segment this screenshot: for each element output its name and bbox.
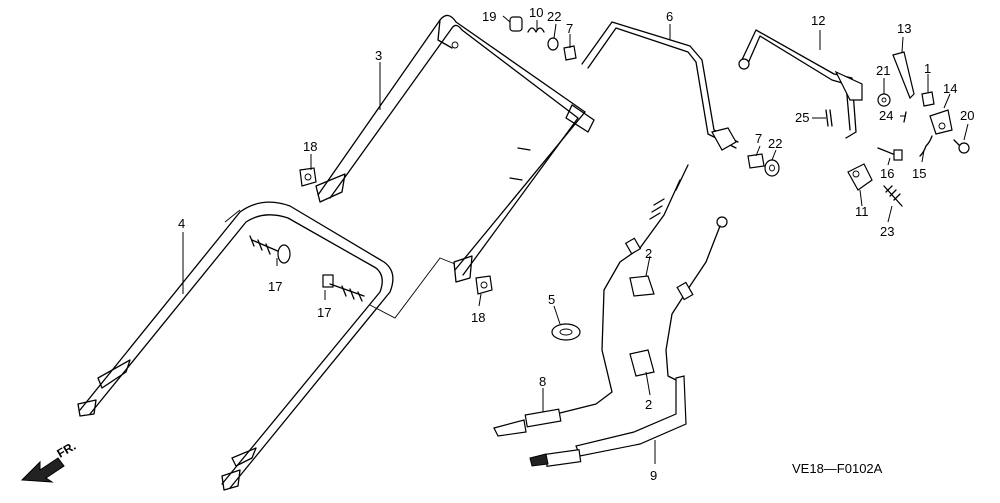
spring-15 xyxy=(919,135,933,157)
lower-handle xyxy=(77,201,394,491)
callout-8: 8 xyxy=(539,374,546,389)
callout-25: 25 xyxy=(795,110,809,125)
bolt-17-b xyxy=(322,274,365,302)
callout-1: 1 xyxy=(924,61,931,76)
collar-19 xyxy=(509,16,523,32)
bracket-14 xyxy=(929,109,953,135)
callout-4: 4 xyxy=(178,216,185,231)
control-rod-6 xyxy=(581,21,739,151)
bolt-16 xyxy=(877,147,903,161)
pin-24 xyxy=(903,111,907,123)
callout-21: 21 xyxy=(876,63,890,78)
callout-10: 10 xyxy=(529,5,543,20)
fr-label: FR. xyxy=(55,439,79,461)
clip-2-a xyxy=(629,275,655,297)
callout-18-a: 18 xyxy=(303,139,317,154)
callout-12: 12 xyxy=(811,13,825,28)
callout-22-top: 22 xyxy=(547,9,561,24)
callout-20: 20 xyxy=(960,108,974,123)
callout-2-b: 2 xyxy=(645,397,652,412)
callout-13: 13 xyxy=(897,21,911,36)
washer-22-mid xyxy=(764,159,780,177)
clip-5 xyxy=(551,323,581,341)
upper-handle xyxy=(315,14,595,283)
callout-18-b: 18 xyxy=(471,310,485,325)
callout-5: 5 xyxy=(548,292,555,307)
pin-25 xyxy=(825,109,833,127)
plate-13 xyxy=(892,51,915,100)
callout-17-a: 17 xyxy=(268,279,282,294)
callout-9: 9 xyxy=(650,468,657,483)
callout-2-a: 2 xyxy=(645,246,652,261)
callout-22-mid: 22 xyxy=(768,136,782,151)
cable-9 xyxy=(529,216,728,467)
callout-17-b: 17 xyxy=(317,305,331,320)
assembly-link-line-2 xyxy=(224,209,241,223)
nut-7-top xyxy=(563,45,577,61)
cable-8 xyxy=(493,164,689,437)
callout-16: 16 xyxy=(880,166,894,181)
link-11 xyxy=(847,163,873,191)
callout-19: 19 xyxy=(482,9,496,24)
diagram-code: VE18—F0102A xyxy=(792,461,883,476)
callout-11: 11 xyxy=(855,204,869,219)
nut-1 xyxy=(921,91,935,107)
nut-18-a xyxy=(299,167,317,187)
nut-18-b xyxy=(475,275,493,295)
spring-23 xyxy=(883,185,903,207)
callout-7-mid: 7 xyxy=(755,131,762,146)
spring-10 xyxy=(527,27,545,33)
callout-14: 14 xyxy=(943,81,957,96)
callout-23: 23 xyxy=(880,224,894,239)
callout-7-top: 7 xyxy=(566,21,573,36)
callout-15: 15 xyxy=(912,166,926,181)
callout-labels: 1 2 2 3 4 5 6 7 7 8 9 10 11 12 13 14 15 … xyxy=(178,5,974,483)
callout-6: 6 xyxy=(666,9,673,24)
leader-lines xyxy=(182,15,969,464)
assembly-link-line xyxy=(369,257,456,319)
washer-21 xyxy=(877,93,891,107)
brake-arm-12 xyxy=(738,29,863,139)
callout-3: 3 xyxy=(375,48,382,63)
washer-22-top xyxy=(547,37,559,51)
bolt-20 xyxy=(953,139,970,154)
clip-2-b xyxy=(629,349,655,377)
callout-24: 24 xyxy=(879,108,893,123)
front-direction-arrow: FR. xyxy=(20,439,79,483)
bolt-17-a xyxy=(249,235,291,264)
nut-7-mid xyxy=(747,153,765,169)
